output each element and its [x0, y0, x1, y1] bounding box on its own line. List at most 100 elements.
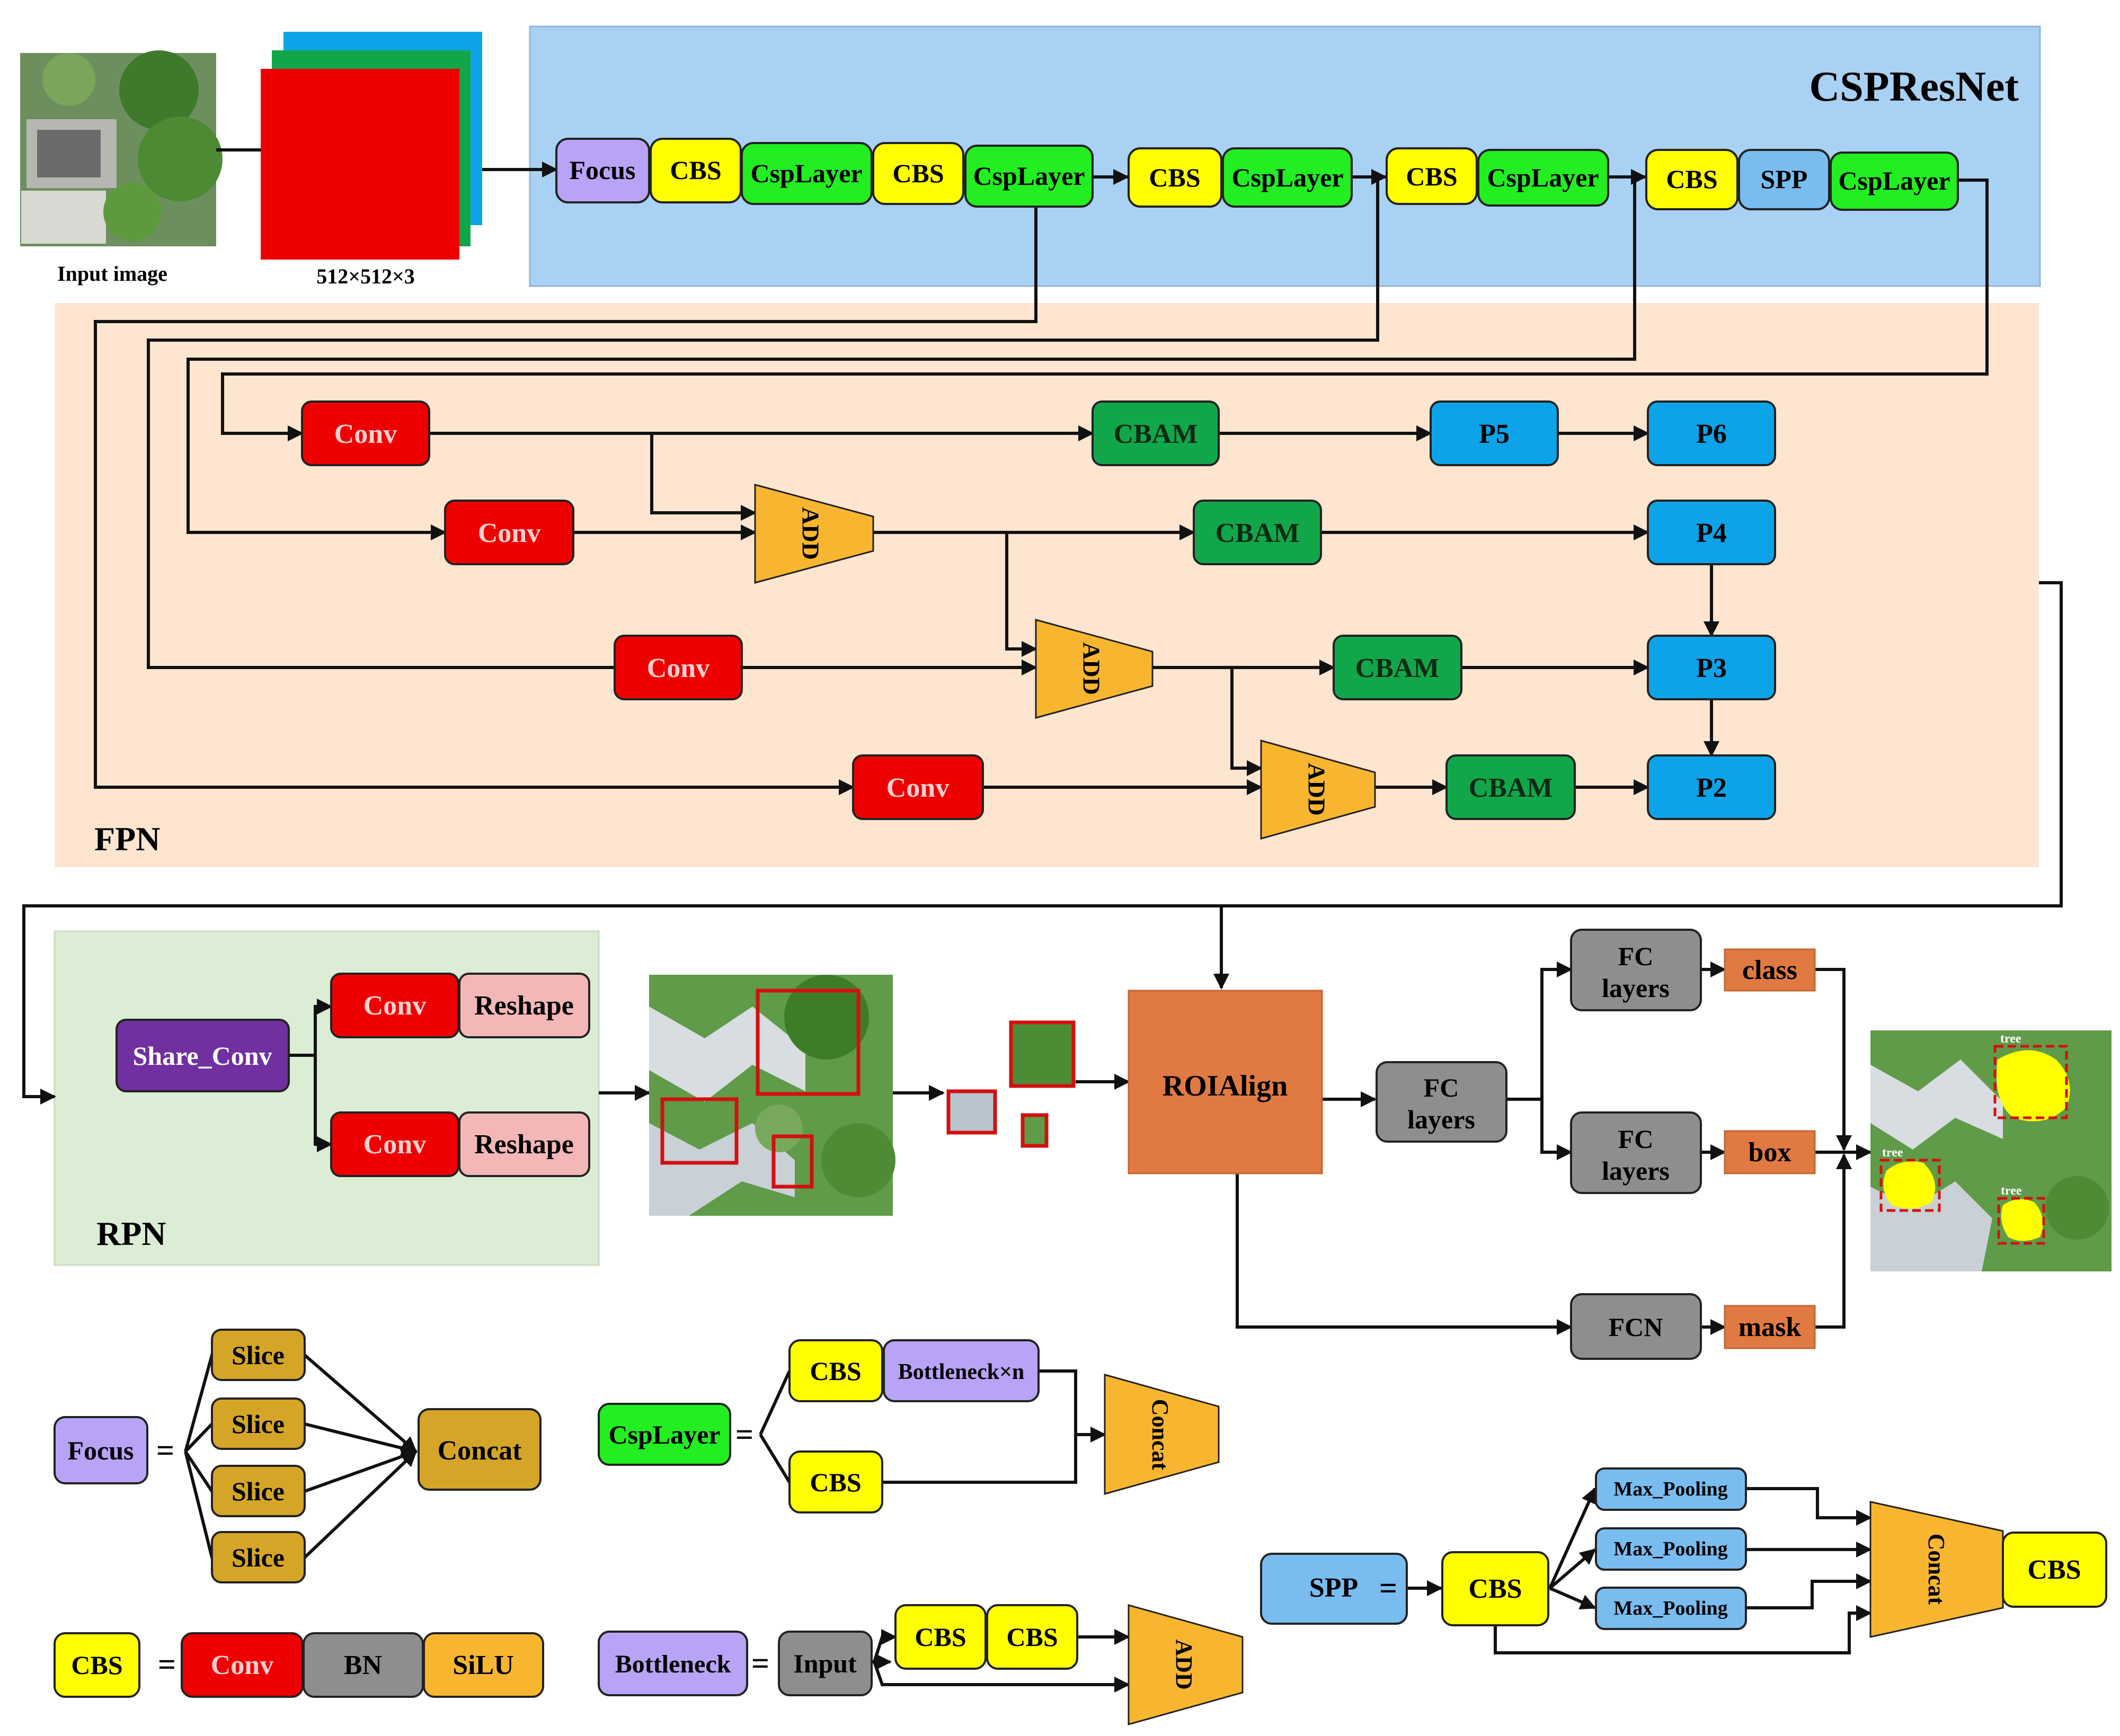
legend-slice-4: Slice: [211, 1531, 306, 1583]
legend-cbs-label: CBS: [71, 1650, 122, 1680]
legend-cbs-silu-label: SiLU: [453, 1650, 514, 1680]
head-fc-shared-line2: layers: [1407, 1105, 1475, 1134]
legend-bottleneck-add-label: ADD: [1171, 1639, 1197, 1689]
fpn-cbam-4-label: CBAM: [1469, 773, 1553, 803]
head-fc-class-line2: layers: [1602, 973, 1670, 1003]
fpn-add-2: ADD: [1035, 619, 1154, 719]
backbone-cbs-1: CBS: [650, 138, 742, 203]
fpn-p3-label: P3: [1696, 653, 1727, 683]
legend-bottleneck: Bottleneck: [598, 1631, 748, 1696]
input-tensor: [261, 32, 482, 260]
fpn-cbam-2-label: CBAM: [1216, 518, 1300, 548]
backbone-csplayer-4-label: CspLayer: [1487, 163, 1599, 192]
legend-spp-out-cbs: CBS: [2002, 1532, 2107, 1608]
legend-slice-3-label: Slice: [232, 1476, 285, 1506]
backbone-cbs-1-label: CBS: [670, 155, 721, 185]
legend-cbs-bn-label: BN: [344, 1650, 382, 1680]
fpn-title: FPN: [94, 820, 160, 858]
backbone-csplayer-1: CspLayer: [741, 142, 873, 205]
legend-slice-2: Slice: [211, 1397, 306, 1450]
rpn-reshape-2: Reshape: [458, 1111, 590, 1177]
output-mask: mask: [1724, 1305, 1816, 1349]
rpn-share-conv: Share_Conv: [116, 1019, 290, 1092]
legend-max-pooling-1: Max_Pooling: [1595, 1467, 1747, 1511]
rpn-title: RPN: [96, 1215, 166, 1252]
fpn-conv-3-label: Conv: [647, 653, 709, 683]
input-image-label: Input image: [57, 262, 167, 286]
backbone-cbs-4: CBS: [1386, 147, 1478, 205]
backbone-cbs-4-label: CBS: [1406, 162, 1457, 191]
legend-csp-bottleneck-n: Bottleneck×n: [883, 1339, 1040, 1402]
backbone-cbs-3-label: CBS: [1149, 163, 1200, 192]
legend-max-pooling-2-label: Max_Pooling: [1613, 1538, 1727, 1560]
proposal-image: [649, 975, 895, 1216]
roi-crops: [946, 1020, 1076, 1148]
backbone-csplayer-1-label: CspLayer: [750, 158, 862, 188]
legend-bottleneck-input: Input: [778, 1631, 873, 1696]
fpn-conv-1: Conv: [301, 400, 430, 466]
head-fcn: FCN: [1570, 1293, 1702, 1360]
legend-bottleneck-equals: =: [751, 1646, 769, 1681]
fpn-add-3: ADD: [1260, 740, 1376, 840]
output-box-label: box: [1749, 1137, 1791, 1168]
legend-spp-out-cbs-label: CBS: [2027, 1555, 2081, 1585]
fpn-conv-4: Conv: [852, 754, 984, 820]
backbone-title: CSPResNet: [1809, 64, 2019, 110]
legend-spp-concat: Concat: [1869, 1501, 2004, 1638]
legend-csp-bottleneck-n-label: Bottleneck×n: [898, 1360, 1025, 1384]
edges: [22, 162, 2063, 1693]
head-fc-box: FC layers: [1570, 1111, 1702, 1194]
legend-cbs-conv: Conv: [181, 1632, 304, 1698]
backbone-cbs-2-label: CBS: [892, 158, 944, 188]
roialign-label: ROIAlign: [1163, 1070, 1288, 1102]
legend-slice-1-label: Slice: [232, 1340, 285, 1370]
rpn-conv-2: Conv: [330, 1111, 459, 1177]
legend-bottleneck-cbs-2-label: CBS: [1006, 1622, 1058, 1652]
fpn-add-1-label: ADD: [797, 507, 824, 560]
rpn-reshape-1-label: Reshape: [474, 991, 574, 1021]
backbone-focus: Focus: [555, 138, 650, 203]
fpn-cbam-3: CBAM: [1333, 635, 1462, 700]
legend-spp-cbs: CBS: [1441, 1551, 1549, 1626]
fpn-cbam-1-label: CBAM: [1114, 419, 1198, 449]
fpn-p2: P2: [1647, 754, 1776, 820]
legend-focus-equals: =: [156, 1433, 174, 1468]
fpn-cbam-2: CBAM: [1193, 500, 1322, 565]
head-fcn-label: FCN: [1609, 1312, 1663, 1342]
legend-cbs-conv-label: Conv: [211, 1650, 273, 1680]
legend-concat-focus-label: Concat: [438, 1436, 522, 1466]
output-mask-label: mask: [1738, 1312, 1802, 1342]
legend-bottleneck-cbs-1: CBS: [894, 1604, 987, 1670]
legend-spp-label: SPP: [1309, 1573, 1358, 1603]
legend-cbs-silu: SiLU: [423, 1632, 544, 1698]
rpn-reshape-1: Reshape: [458, 973, 590, 1038]
fpn-cbam-3-label: CBAM: [1355, 653, 1440, 683]
fpn-cbam-4: CBAM: [1445, 754, 1576, 820]
backbone-csplayer-5-label: CspLayer: [1838, 166, 1950, 195]
rpn-conv-1-label: Conv: [363, 991, 426, 1021]
head-fc-class-line1: FC: [1618, 941, 1654, 971]
backbone-cbs-3: CBS: [1128, 147, 1222, 208]
roialign-block: ROIAlign: [1128, 990, 1323, 1174]
legend-cbs-bn: BN: [303, 1632, 424, 1698]
fpn-p5: P5: [1430, 400, 1559, 466]
head-fc-box-line2: layers: [1602, 1156, 1670, 1186]
backbone-spp-label: SPP: [1761, 164, 1808, 194]
legend-slice-3: Slice: [211, 1465, 306, 1517]
output-class-label: class: [1742, 955, 1797, 985]
legend-concat-focus: Concat: [418, 1408, 542, 1491]
backbone-csplayer-3: CspLayer: [1222, 147, 1353, 208]
legend-csp-cbs-1-label: CBS: [810, 1356, 861, 1386]
backbone-focus-label: Focus: [570, 155, 636, 185]
backbone-csplayer-2-label: CspLayer: [973, 161, 1085, 191]
legend-csp-cbs-1: CBS: [788, 1339, 883, 1402]
legend-csplayer-label: CspLayer: [608, 1420, 720, 1449]
output-box: box: [1724, 1130, 1816, 1174]
fpn-p2-label: P2: [1696, 773, 1727, 803]
legend-csplayer: CspLayer: [598, 1403, 731, 1466]
legend-cbs-equals: =: [158, 1647, 176, 1682]
rpn-reshape-2-label: Reshape: [474, 1129, 574, 1160]
fpn-add-2-label: ADD: [1078, 642, 1105, 695]
legend-csplayer-equals: =: [735, 1417, 753, 1452]
legend-bottleneck-cbs-1-label: CBS: [915, 1622, 966, 1652]
